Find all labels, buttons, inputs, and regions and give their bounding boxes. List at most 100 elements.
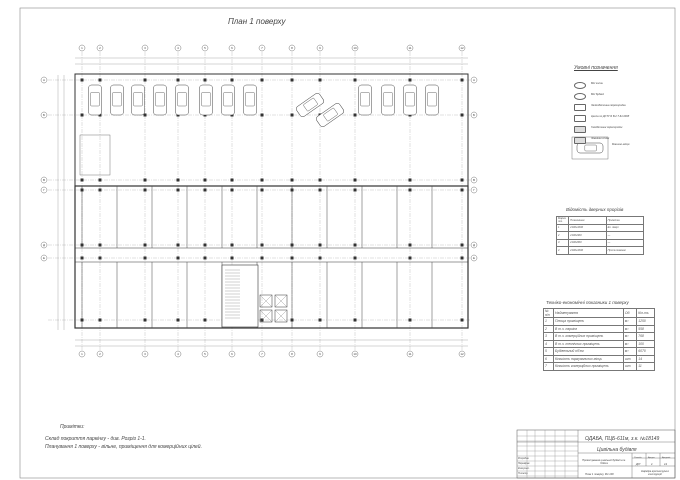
car-icon xyxy=(243,84,257,116)
column xyxy=(460,318,464,322)
note-line: Склад покриття паркінгу - див. Розріз 1-… xyxy=(45,436,146,442)
stamp-role: Перевірив xyxy=(518,462,530,465)
column xyxy=(98,78,102,82)
table-cell: 1 xyxy=(555,223,570,232)
column xyxy=(318,78,322,82)
column xyxy=(460,243,464,247)
axis-bubble xyxy=(470,111,478,119)
column xyxy=(176,178,180,182)
axis-label: 11 xyxy=(408,46,411,50)
axis-bubble xyxy=(470,76,478,84)
column xyxy=(98,256,102,260)
axis-label: 10 xyxy=(353,352,357,356)
axis-label: Д xyxy=(473,243,475,247)
doors-title: Відомість дверних прорізів xyxy=(566,207,624,212)
column xyxy=(143,188,147,192)
car-legend-frame xyxy=(571,136,609,160)
column xyxy=(260,188,264,192)
axis-label: А xyxy=(473,78,475,82)
table-cell: В т.ч. паркінг xyxy=(552,324,624,333)
column xyxy=(230,256,234,260)
table-cell: Позначення xyxy=(568,216,607,225)
axis-bubble xyxy=(470,186,478,194)
column xyxy=(290,178,294,182)
axis-label: 10 xyxy=(353,46,357,50)
car-cabin xyxy=(427,92,437,107)
axis-bubble xyxy=(96,350,104,358)
column xyxy=(460,188,464,192)
axis-bubble xyxy=(406,350,414,358)
column xyxy=(353,188,357,192)
column xyxy=(290,256,294,260)
table-cell: 768 xyxy=(636,332,655,341)
axis-bubble xyxy=(258,44,266,52)
axis-bubble xyxy=(228,350,236,358)
axis-label: Е xyxy=(473,256,475,260)
stamp-project: Проектування цивільної будівлі в м. Одес… xyxy=(582,459,626,465)
table-cell: В т.ч. технічних приміщень xyxy=(552,339,624,348)
axis-bubble xyxy=(201,350,209,358)
car-icon xyxy=(576,142,604,154)
car-cabin xyxy=(133,92,143,107)
table-cell: Площа приміщень xyxy=(552,317,624,326)
column xyxy=(176,256,180,260)
stamp-sheets: 11 xyxy=(664,462,668,466)
car-cabin xyxy=(383,92,393,107)
elevator-shaft xyxy=(259,309,273,323)
table-cell: № п/п xyxy=(543,308,554,318)
axis-label: 4 xyxy=(177,46,179,50)
column xyxy=(353,178,357,182)
table-cell: Будівельний об'єм xyxy=(552,347,624,356)
axis-label: В xyxy=(43,178,45,182)
car-cabin xyxy=(112,92,122,107)
table-cell: 558 xyxy=(636,324,655,333)
car-icon xyxy=(175,84,189,116)
column xyxy=(290,113,294,117)
column xyxy=(143,318,147,322)
column xyxy=(80,188,84,192)
drawing-title: План 1 поверху xyxy=(228,17,286,26)
axis-label: 12 xyxy=(460,352,464,356)
column xyxy=(290,188,294,192)
stamp-sheet: 1 xyxy=(651,462,653,466)
car-cabin xyxy=(155,92,165,107)
car-cabin xyxy=(360,92,370,107)
column xyxy=(143,243,147,247)
axis-bubble xyxy=(40,241,48,249)
column xyxy=(318,318,322,322)
column xyxy=(203,178,207,182)
axis-label: 8 xyxy=(291,46,293,50)
axis-label: 3 xyxy=(144,352,146,356)
column xyxy=(408,188,412,192)
column xyxy=(318,243,322,247)
car-cabin xyxy=(177,92,187,107)
axis-bubble xyxy=(316,350,324,358)
axis-bubble xyxy=(458,350,466,358)
axis-label: 1 xyxy=(81,352,83,356)
table-cell: 3 xyxy=(555,238,570,247)
car-icon xyxy=(153,84,167,116)
legend-item: Вісі будівлі xyxy=(591,93,604,96)
car-cabin xyxy=(323,107,338,122)
stamp-object: Цивільна будівля xyxy=(597,447,637,453)
column xyxy=(80,113,84,117)
column xyxy=(230,188,234,192)
legend-symbol xyxy=(574,93,586,100)
legend-item: Залізобетонна перегородка xyxy=(591,104,626,107)
table-cell: 1250 xyxy=(636,317,655,326)
axis-bubble xyxy=(141,44,149,52)
axis-label: 6 xyxy=(231,46,233,50)
legend-symbol xyxy=(574,104,586,111)
stamp-role: Н.контр. xyxy=(518,472,529,475)
tep-title: Техніко-економічні показники 1 поверху xyxy=(546,300,629,305)
car-icon xyxy=(110,84,124,116)
axis-label: 2 xyxy=(99,46,101,50)
axis-bubble xyxy=(406,44,414,52)
axis-bubble xyxy=(78,44,86,52)
sheet-frame xyxy=(19,7,676,479)
